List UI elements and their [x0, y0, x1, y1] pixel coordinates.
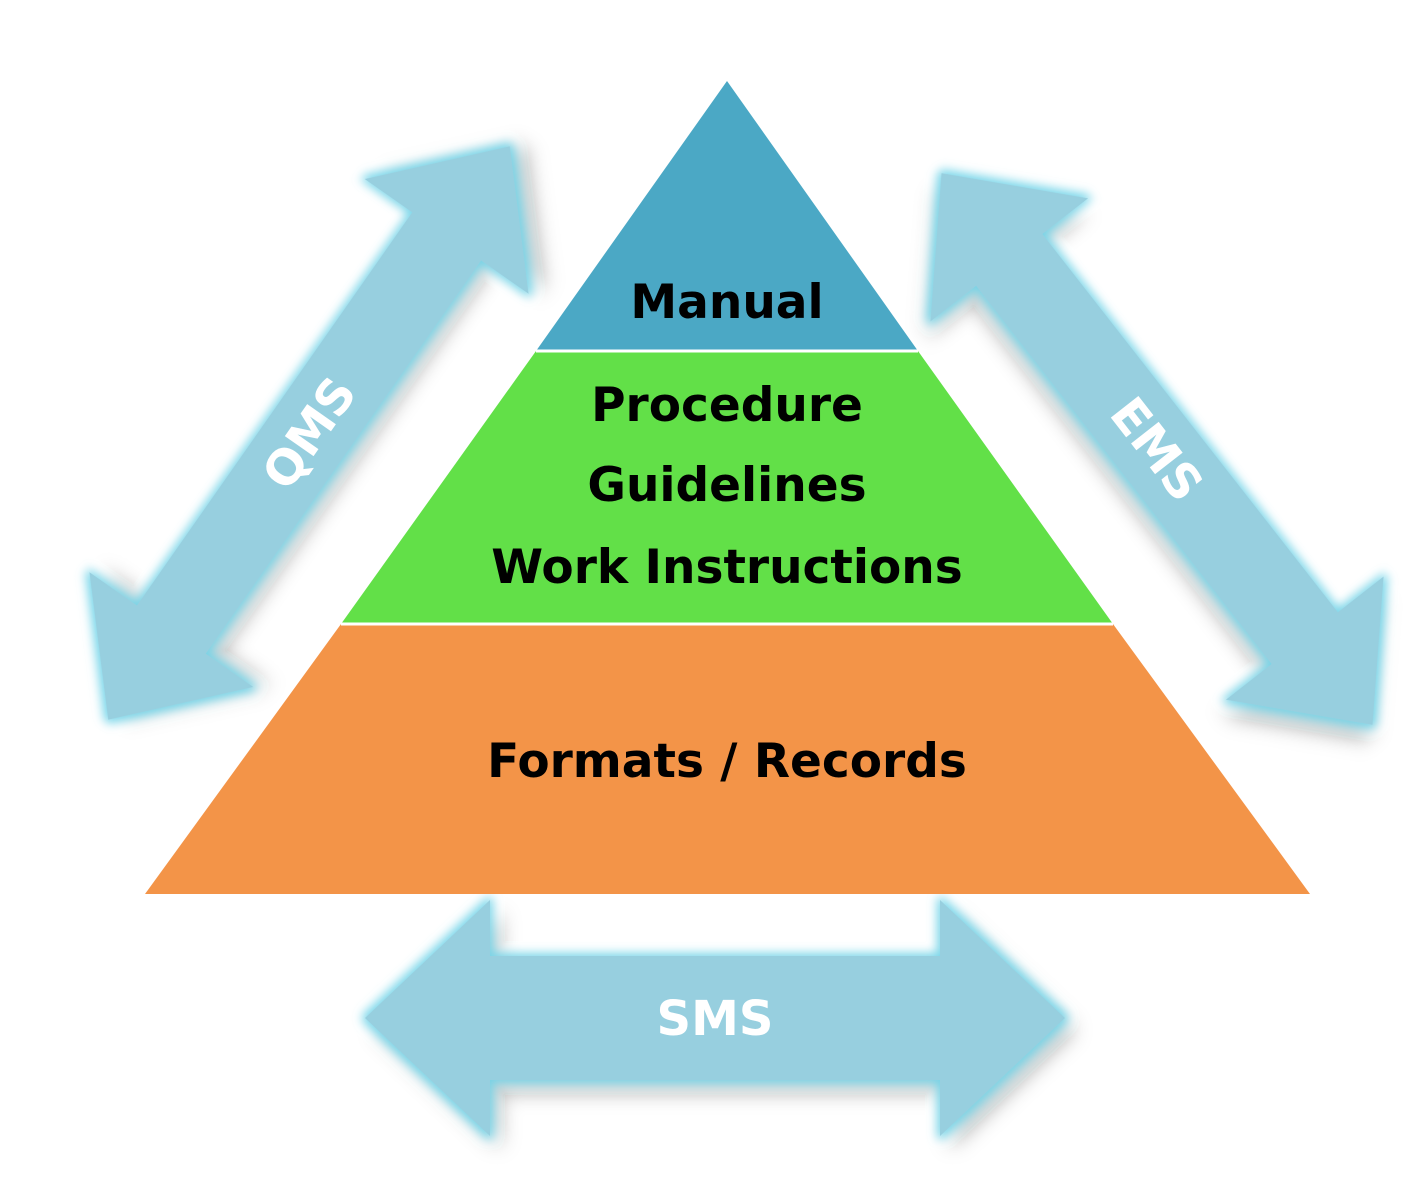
- document-pyramid: Manual Procedure Guidelines Work Instruc…: [145, 81, 1310, 894]
- manual-label: Manual: [630, 275, 823, 330]
- procedure-label: Procedure: [591, 378, 863, 433]
- sms-arrow: SMS: [365, 900, 1065, 1136]
- work-instructions-label: Work Instructions: [491, 540, 962, 595]
- sms-label: SMS: [657, 991, 774, 1047]
- manual-tier: [536, 81, 918, 351]
- formats-records-tier: [145, 624, 1310, 894]
- guidelines-label: Guidelines: [587, 458, 866, 513]
- formats-records-label: Formats / Records: [487, 734, 967, 789]
- procedure-tier: [341, 351, 1113, 624]
